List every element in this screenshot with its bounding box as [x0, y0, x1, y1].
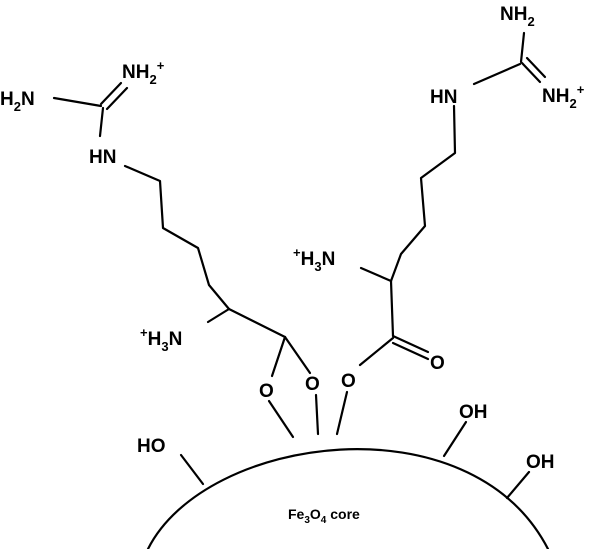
- left-alpha-amine: +H3N: [140, 325, 182, 354]
- bond-right-oh-1: [442, 420, 468, 458]
- left-arginine: NH2+ H2N HN +H3N O O: [0, 58, 320, 439]
- core-label: Fe3O4 core: [288, 506, 360, 526]
- bond-right-c-nh2: [519, 31, 526, 64]
- bond-right-c-oester: [358, 336, 395, 367]
- right-surface-oh-1: OH: [459, 402, 488, 423]
- right-guanidine-nh2: NH2+: [542, 82, 585, 111]
- bond-right-c-o-double-b: [391, 341, 430, 361]
- bond-left-c-nh: [98, 106, 105, 138]
- bond-left-c-nh2: [52, 96, 103, 108]
- right-alpha-amine: +H3N: [293, 245, 335, 274]
- bond-left-calpha-ring: [227, 307, 287, 339]
- right-side-chain: [389, 104, 457, 283]
- left-oxygen-b: O: [305, 374, 320, 395]
- right-surface-oh-2: OH: [526, 452, 555, 473]
- bond-left-oh: [179, 453, 205, 486]
- left-oxygen-a: O: [259, 381, 274, 402]
- right-guanidine-hn: HN: [430, 87, 457, 108]
- bond-right-calpha-nh3: [359, 266, 393, 283]
- left-guanidine-top: NH2+: [122, 58, 165, 87]
- bond-right-c-nh: [472, 62, 522, 86]
- bond-right-oh-2: [505, 470, 531, 500]
- bond-left-calpha-nh3: [206, 307, 231, 324]
- right-arginine: NH2 HN NH2+ +H3N O O: [293, 4, 585, 436]
- bond-right-oester-surface: [335, 390, 349, 436]
- right-carbonyl-oxygen: O: [430, 353, 445, 374]
- bond-left-cn-double-b: [105, 86, 129, 111]
- bond-left-o1-surface: [267, 399, 295, 439]
- bond-right-c-o-double-a: [391, 334, 430, 354]
- bond-left-ring-o1: [270, 335, 287, 378]
- left-side-chain: [123, 164, 231, 311]
- bond-right-cn-double-b: [525, 56, 547, 79]
- surface-hydroxyls: HO OH OH: [137, 402, 555, 500]
- bond-left-cn-double-a: [99, 81, 123, 106]
- bond-left-o2-surface: [314, 393, 320, 436]
- right-ester-oxygen: O: [341, 371, 356, 392]
- bond-right-calpha-c: [389, 279, 395, 338]
- left-guanidine-hn: HN: [89, 147, 116, 168]
- bond-left-ring-o2: [283, 335, 312, 375]
- right-guanidine-top: NH2: [500, 4, 535, 29]
- left-surface-oh: HO: [137, 436, 166, 457]
- core-surface-arc: [146, 448, 550, 549]
- left-guanidine-nh2: H2N: [0, 89, 35, 114]
- bond-right-cn-double-a: [520, 61, 542, 84]
